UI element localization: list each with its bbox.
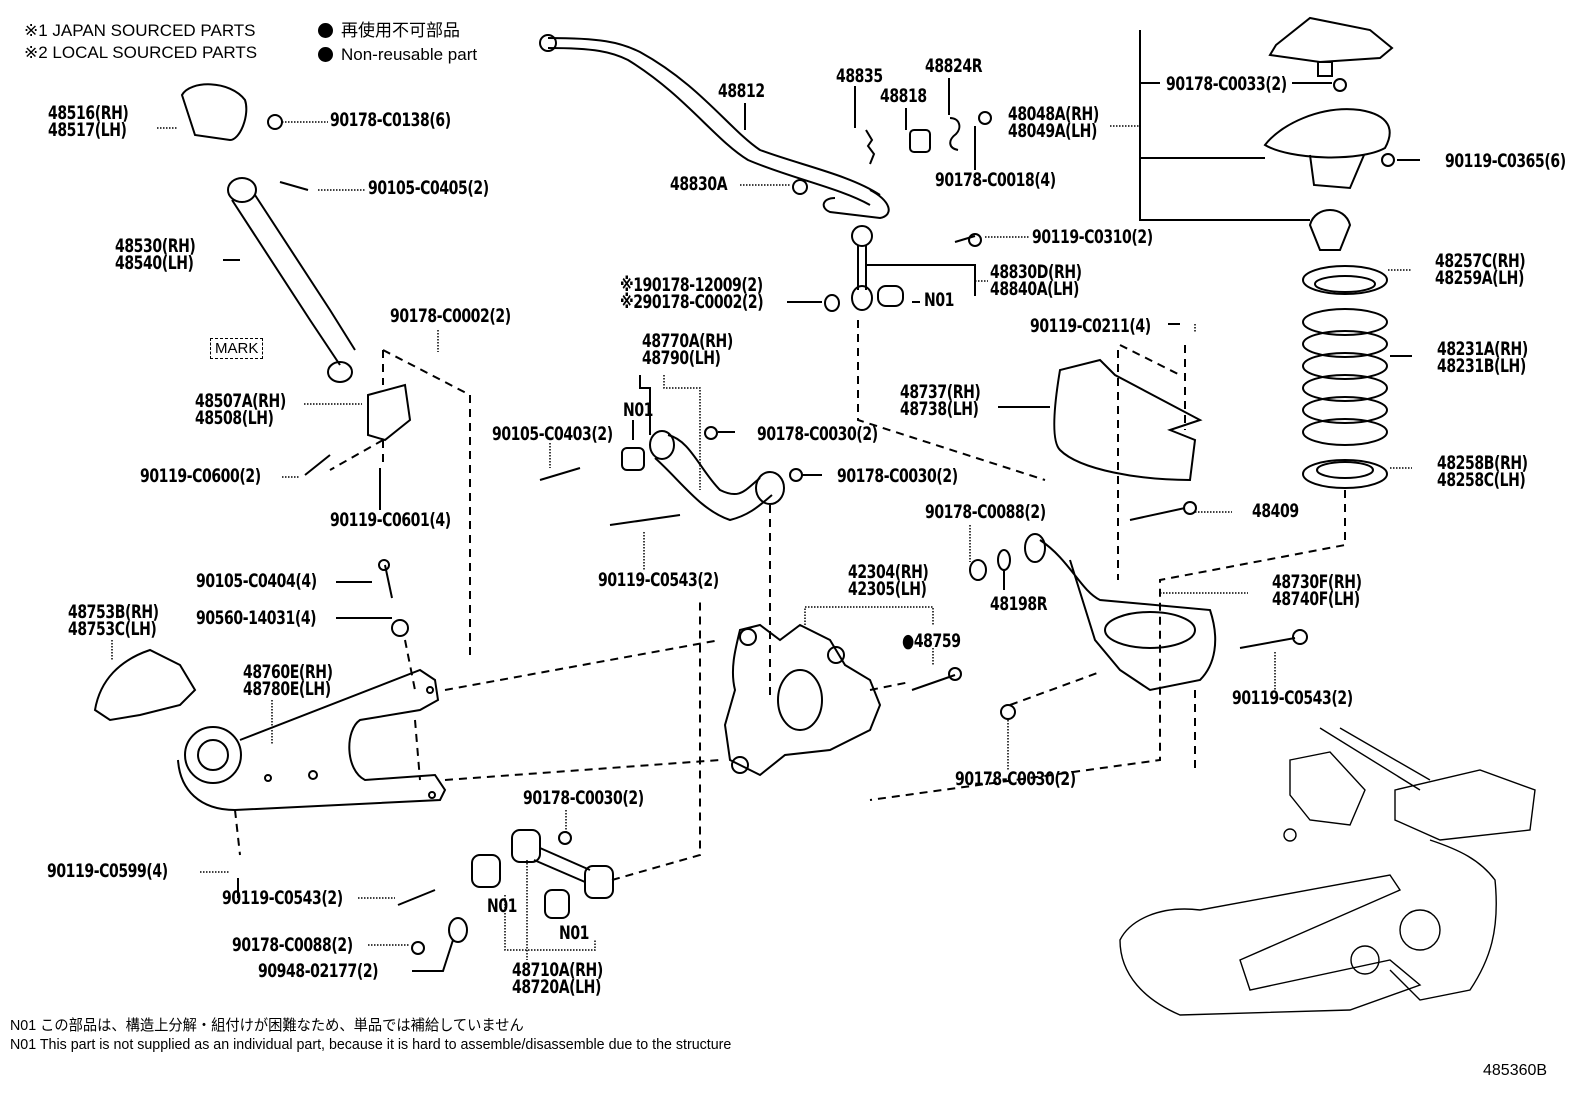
filled-circle-icon — [318, 47, 333, 62]
leader-lines — [111, 78, 1420, 972]
part-label-nut-c0033[interactable]: 90178-C0033(2) — [1166, 73, 1287, 95]
part-label-coil-spring[interactable]: 48231A(RH)48231B(LH) — [1437, 338, 1528, 377]
coil-spring-drawing — [869, 265, 1388, 801]
part-label-bolt-c0404[interactable]: 90105-C0404(4) — [196, 570, 317, 592]
stabilizer-link-drawing — [824, 225, 1046, 481]
part-label-stabilizer-clip[interactable]: 48835 — [836, 65, 883, 87]
shock-bracket-drawing — [304, 349, 471, 660]
part-label-n01-toe-arm-a[interactable]: N01 — [487, 895, 518, 917]
part-label-toe-adjust-bolt[interactable]: 48409 — [1252, 500, 1299, 522]
part-label-shock-support[interactable]: 48048A(RH)48049A(LH) — [1008, 103, 1099, 142]
stabilizer-bar-drawing — [539, 34, 890, 220]
part-label-spring-upper-insulator[interactable]: 48257C(RH)48259A(LH) — [1435, 250, 1526, 289]
part-label-cam-plate[interactable]: 48198R — [990, 593, 1048, 615]
shock-support-drawing — [1139, 16, 1395, 251]
part-label-nut-c0002[interactable]: 90178-C0002(2) — [390, 305, 511, 327]
part-label-n01-upper-arm[interactable]: N01 — [623, 399, 654, 421]
part-label-bolt-c0599[interactable]: 90119-C0599(4) — [47, 860, 168, 882]
toe-control-arm-drawing — [471, 600, 701, 919]
part-label-bolt-c0211[interactable]: 90119-C0211(4) — [1030, 315, 1151, 337]
part-label-nut-c0030-b[interactable]: 90178-C0030(2) — [837, 465, 958, 487]
figure-id: 485360B — [1483, 1062, 1548, 1079]
part-label-upper-arm[interactable]: 48770A(RH)48790(LH) — [642, 330, 733, 369]
part-label-bolt-c0403[interactable]: 90105-C0403(2) — [492, 423, 613, 445]
part-label-toe-control-arm[interactable]: 48710A(RH)48720A(LH) — [512, 959, 603, 998]
part-label-nut-c0088-a[interactable]: 90178-C0088(2) — [925, 501, 1046, 523]
part-label-shock-mount-bracket[interactable]: 48516(RH)48517(LH) — [48, 102, 129, 141]
part-label-stabilizer-bushing-nut[interactable]: 48830A — [670, 173, 728, 195]
filled-circle-icon — [318, 23, 333, 38]
part-label-nut-c0088-b[interactable]: 90178-C0088(2) — [232, 934, 353, 956]
part-label-arm-cover[interactable]: 48737(RH)48738(LH) — [900, 381, 981, 420]
part-label-lower-arm[interactable]: 48730F(RH)48740F(LH) — [1272, 571, 1362, 610]
part-label-stabilizer-link[interactable]: 48830D(RH)48840A(LH) — [990, 261, 1082, 300]
legend-local-sourced: ※2 LOCAL SOURCED PARTS — [24, 43, 258, 62]
part-label-n01-toe-arm-b[interactable]: N01 — [559, 922, 590, 944]
part-label-shock-lower-bracket[interactable]: 48507A(RH)48508(LH) — [195, 390, 286, 429]
part-label-bolt-c0543-c[interactable]: 90119-C0543(2) — [222, 887, 343, 909]
carrier-drawing — [723, 606, 962, 777]
part-label-link-nut[interactable]: ※190178-12009(2)※290178-C0002(2) — [620, 274, 764, 313]
part-label-nut-c0030-a[interactable]: 90178-C0030(2) — [757, 423, 878, 445]
part-label-nut-c0138[interactable]: 90178-C0138(6) — [330, 109, 451, 131]
part-label-cam-washer[interactable]: 90948-02177(2) — [258, 960, 379, 982]
part-label-nut-c0030-d[interactable]: 90178-C0030(2) — [523, 787, 644, 809]
lower-arm-drawing — [969, 501, 1308, 770]
part-label-n01-link[interactable]: N01 — [924, 289, 955, 311]
part-label-bolt-c0310[interactable]: 90119-C0310(2) — [1032, 226, 1153, 248]
part-label-nut-c0030-c[interactable]: 90178-C0030(2) — [955, 768, 1076, 790]
part-label-stabilizer-bar[interactable]: 48812 — [718, 80, 765, 102]
part-label-bolt-c0543-a[interactable]: 90119-C0543(2) — [598, 569, 719, 591]
note-n01-jp: N01 この部品は、構造上分解・組付けが困難なため、単品では補給していません — [10, 1017, 524, 1034]
arm-cover-drawing — [1053, 344, 1203, 580]
part-label-nut-c0018[interactable]: 90178-C0018(4) — [935, 169, 1056, 191]
part-label-trailing-arm-cover[interactable]: 48753B(RH)48753C(LH) — [68, 601, 159, 640]
upper-arm-drawing — [539, 426, 803, 700]
part-label-shock-absorber[interactable]: 48530(RH)48540(LH) — [115, 235, 196, 274]
stabilizer-fittings — [267, 111, 992, 195]
part-label-bolt-c0600[interactable]: 90119-C0600(2) — [140, 465, 261, 487]
note-n01-en: N01 This part is not supplied as an indi… — [10, 1036, 732, 1053]
part-label-carrier-bolt[interactable]: ●48759 — [902, 630, 961, 652]
part-label-stabilizer-bracket[interactable]: 48824R — [925, 55, 983, 77]
part-label-bolt-c0601[interactable]: 90119-C0601(4) — [330, 509, 451, 531]
trailing-arm-drawing — [177, 639, 721, 856]
part-label-bolt-c0543-b[interactable]: 90119-C0543(2) — [1232, 687, 1353, 709]
shock-absorber-drawing — [180, 83, 356, 383]
part-label-washer-14031[interactable]: 90560-14031(4) — [196, 607, 317, 629]
assembly-overview-drawing — [1119, 727, 1536, 1016]
fasteners-drawing — [237, 559, 468, 955]
legend-non-reusable-jp: 再使用不可部品 — [318, 20, 460, 42]
legend-non-reusable-en: Non-reusable part — [318, 44, 477, 66]
part-label-trailing-arm[interactable]: 48760E(RH)48780E(LH) — [243, 661, 333, 700]
part-label-carrier[interactable]: 42304(RH)42305(LH) — [848, 561, 929, 600]
part-label-spring-lower-insulator[interactable]: 48258B(RH)48258C(LH) — [1437, 452, 1528, 491]
legend-japan-sourced: ※1 JAPAN SOURCED PARTS — [24, 21, 256, 40]
part-label-stabilizer-bushing[interactable]: 48818 — [880, 85, 927, 107]
mark-callout: MARK — [210, 338, 264, 359]
part-label-bolt-c0405[interactable]: 90105-C0405(2) — [368, 177, 489, 199]
part-label-bolt-c0365[interactable]: 90119-C0365(6) — [1445, 150, 1566, 172]
trailing-arm-cover-drawing — [93, 648, 197, 722]
